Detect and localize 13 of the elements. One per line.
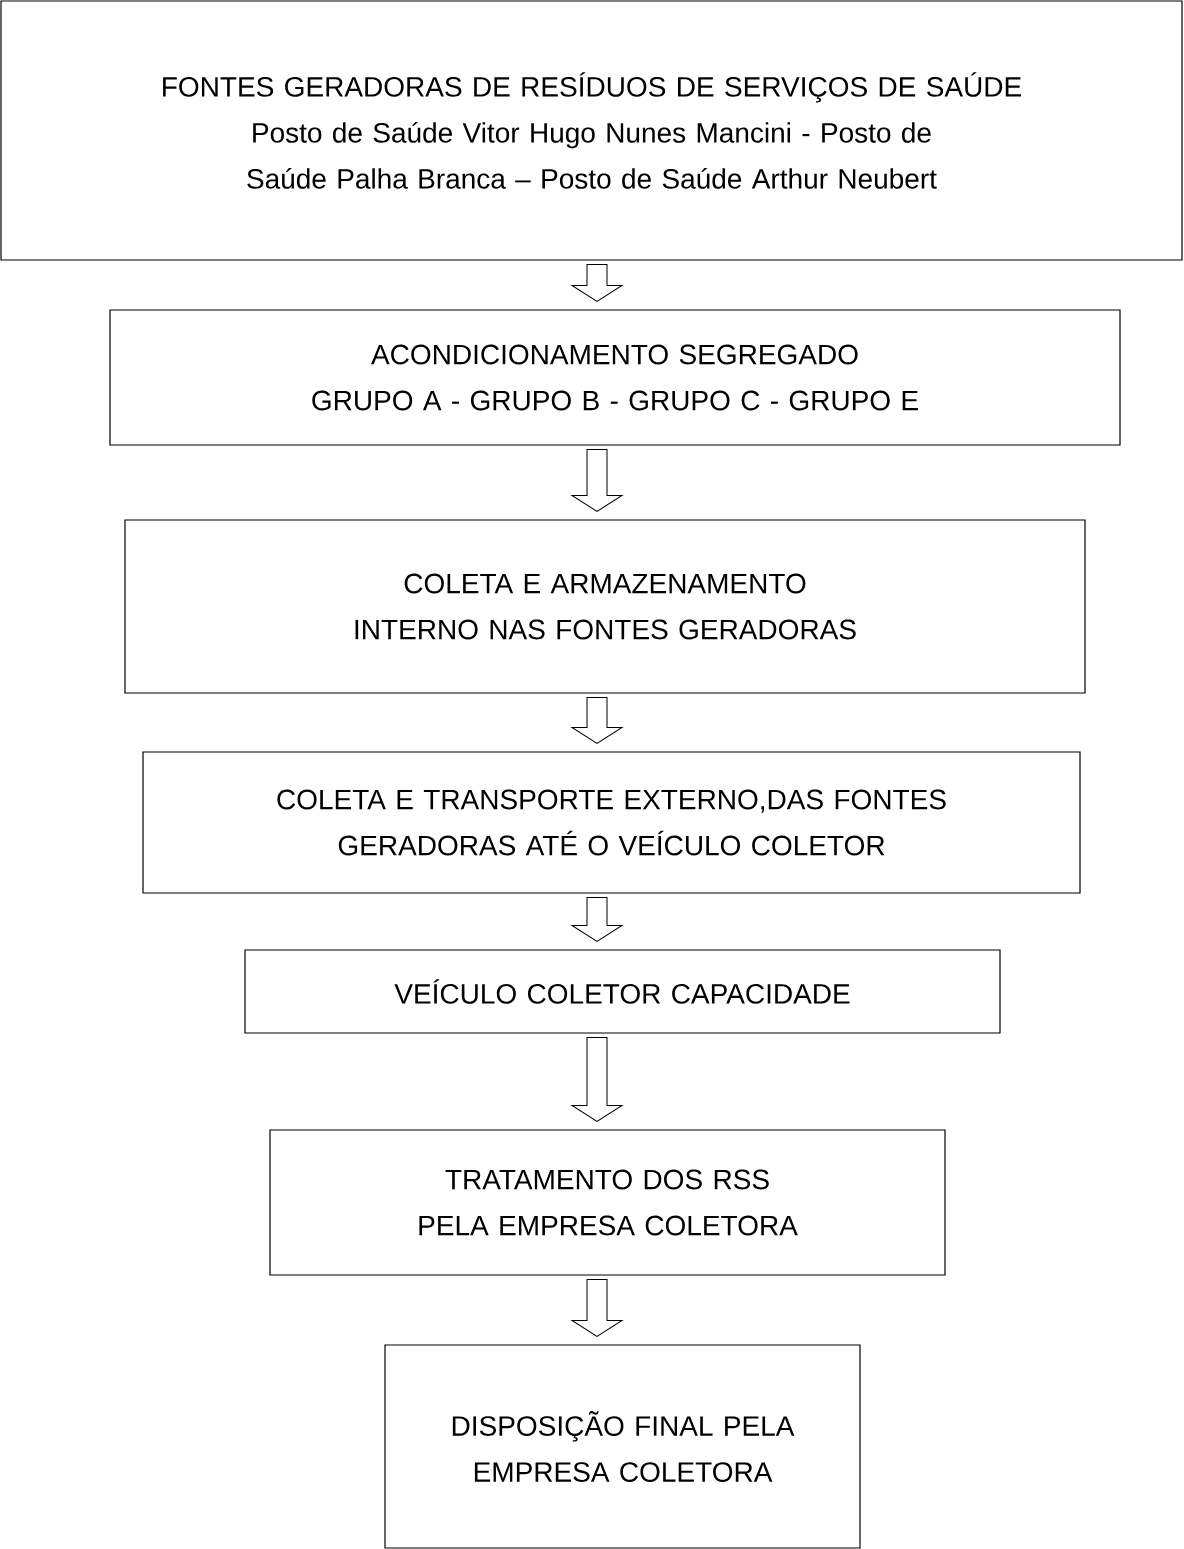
block-arrow [571,1037,623,1122]
block-arrow [571,449,623,512]
process-box: TRATAMENTO DOS RSS PELA EMPRESA COLETORA [269,1129,946,1276]
process-box: VEÍCULO COLETOR CAPACIDADE [244,949,1001,1034]
process-box: DISPOSIÇÃO FINAL PELA EMPRESA COLETORA [384,1344,861,1549]
process-box: COLETA E ARMAZENAMENTO INTERNO NAS FONTES GERADORAS [124,519,1086,694]
process-box: ACONDICIONAMENTO SEGREGADO GRUPO A - GRUPO B - GRUPO C - GRUPO E [109,309,1121,446]
block-arrow [571,1279,623,1337]
block-arrow [571,264,623,302]
block-arrow [571,697,623,744]
process-box: FONTES GERADORAS DE RESÍDUOS DE SERVIÇOS DE SAÚDE Posto de Saúde Vitor Hugo Nunes Mancini - Posto de Saúde Palha Branca – Posto de Saúde Arthur Neubert [0,0,1183,261]
process-box: COLETA E TRANSPORTE EXTERNO,DAS FONTES GERADORAS ATÉ O VEÍCULO COLETOR [142,751,1081,894]
block-arrow [571,897,623,942]
